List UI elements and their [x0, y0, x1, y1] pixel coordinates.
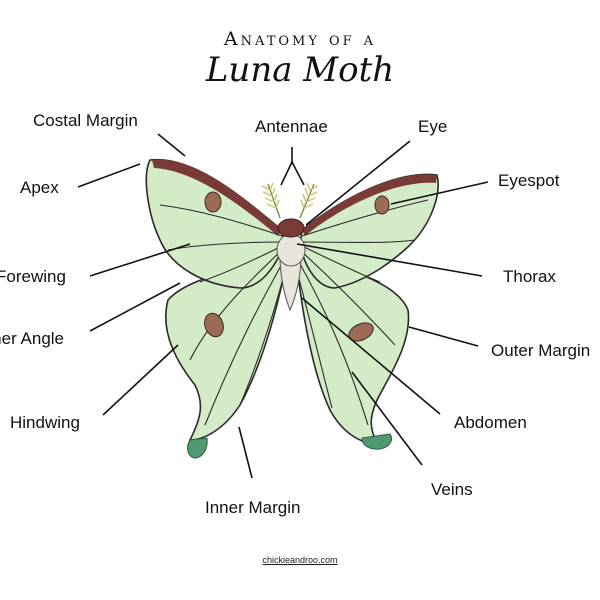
- antennae-feathers: [261, 182, 319, 219]
- eyespot-left-forewing: [204, 191, 222, 213]
- label-eyespot: Eyespot: [498, 171, 560, 190]
- label-abdomen: Abdomen: [454, 413, 527, 432]
- left-hindwing: [165, 243, 285, 441]
- right-hindwing: [297, 243, 410, 445]
- label-inner-margin: Inner Margin: [205, 498, 301, 517]
- label-forewing: Forewing: [0, 267, 66, 286]
- label-eye: Eye: [418, 117, 448, 136]
- diagram-title: Luna Moth: [205, 50, 395, 90]
- diagram-subtitle: Anatomy of a: [223, 28, 377, 50]
- label-veins: Veins: [431, 480, 473, 499]
- left-costal-band: [152, 159, 282, 236]
- left-tail: [187, 437, 208, 459]
- label-apex: Apex: [20, 178, 59, 197]
- eyespot-left-hindwing: [204, 312, 224, 338]
- eyespot-right-forewing: [374, 195, 390, 215]
- label-thorax: Thorax: [503, 267, 556, 286]
- label-hindwing: Hindwing: [10, 413, 80, 432]
- right-tail: [361, 433, 393, 450]
- leader-lines: [77, 133, 489, 479]
- wing-veins: [159, 199, 429, 426]
- right-costal-band: [302, 174, 437, 236]
- label-inner-angle: Inner Angle: [0, 329, 65, 348]
- thorax-body: [276, 233, 306, 267]
- label-antennae: Antennae: [255, 117, 328, 136]
- label-outer-margin: Outer Margin: [491, 341, 591, 360]
- label-costal-margin: Costal Margin: [33, 111, 138, 130]
- credit-link[interactable]: chickieandroo.com: [262, 555, 338, 565]
- head: [277, 218, 305, 238]
